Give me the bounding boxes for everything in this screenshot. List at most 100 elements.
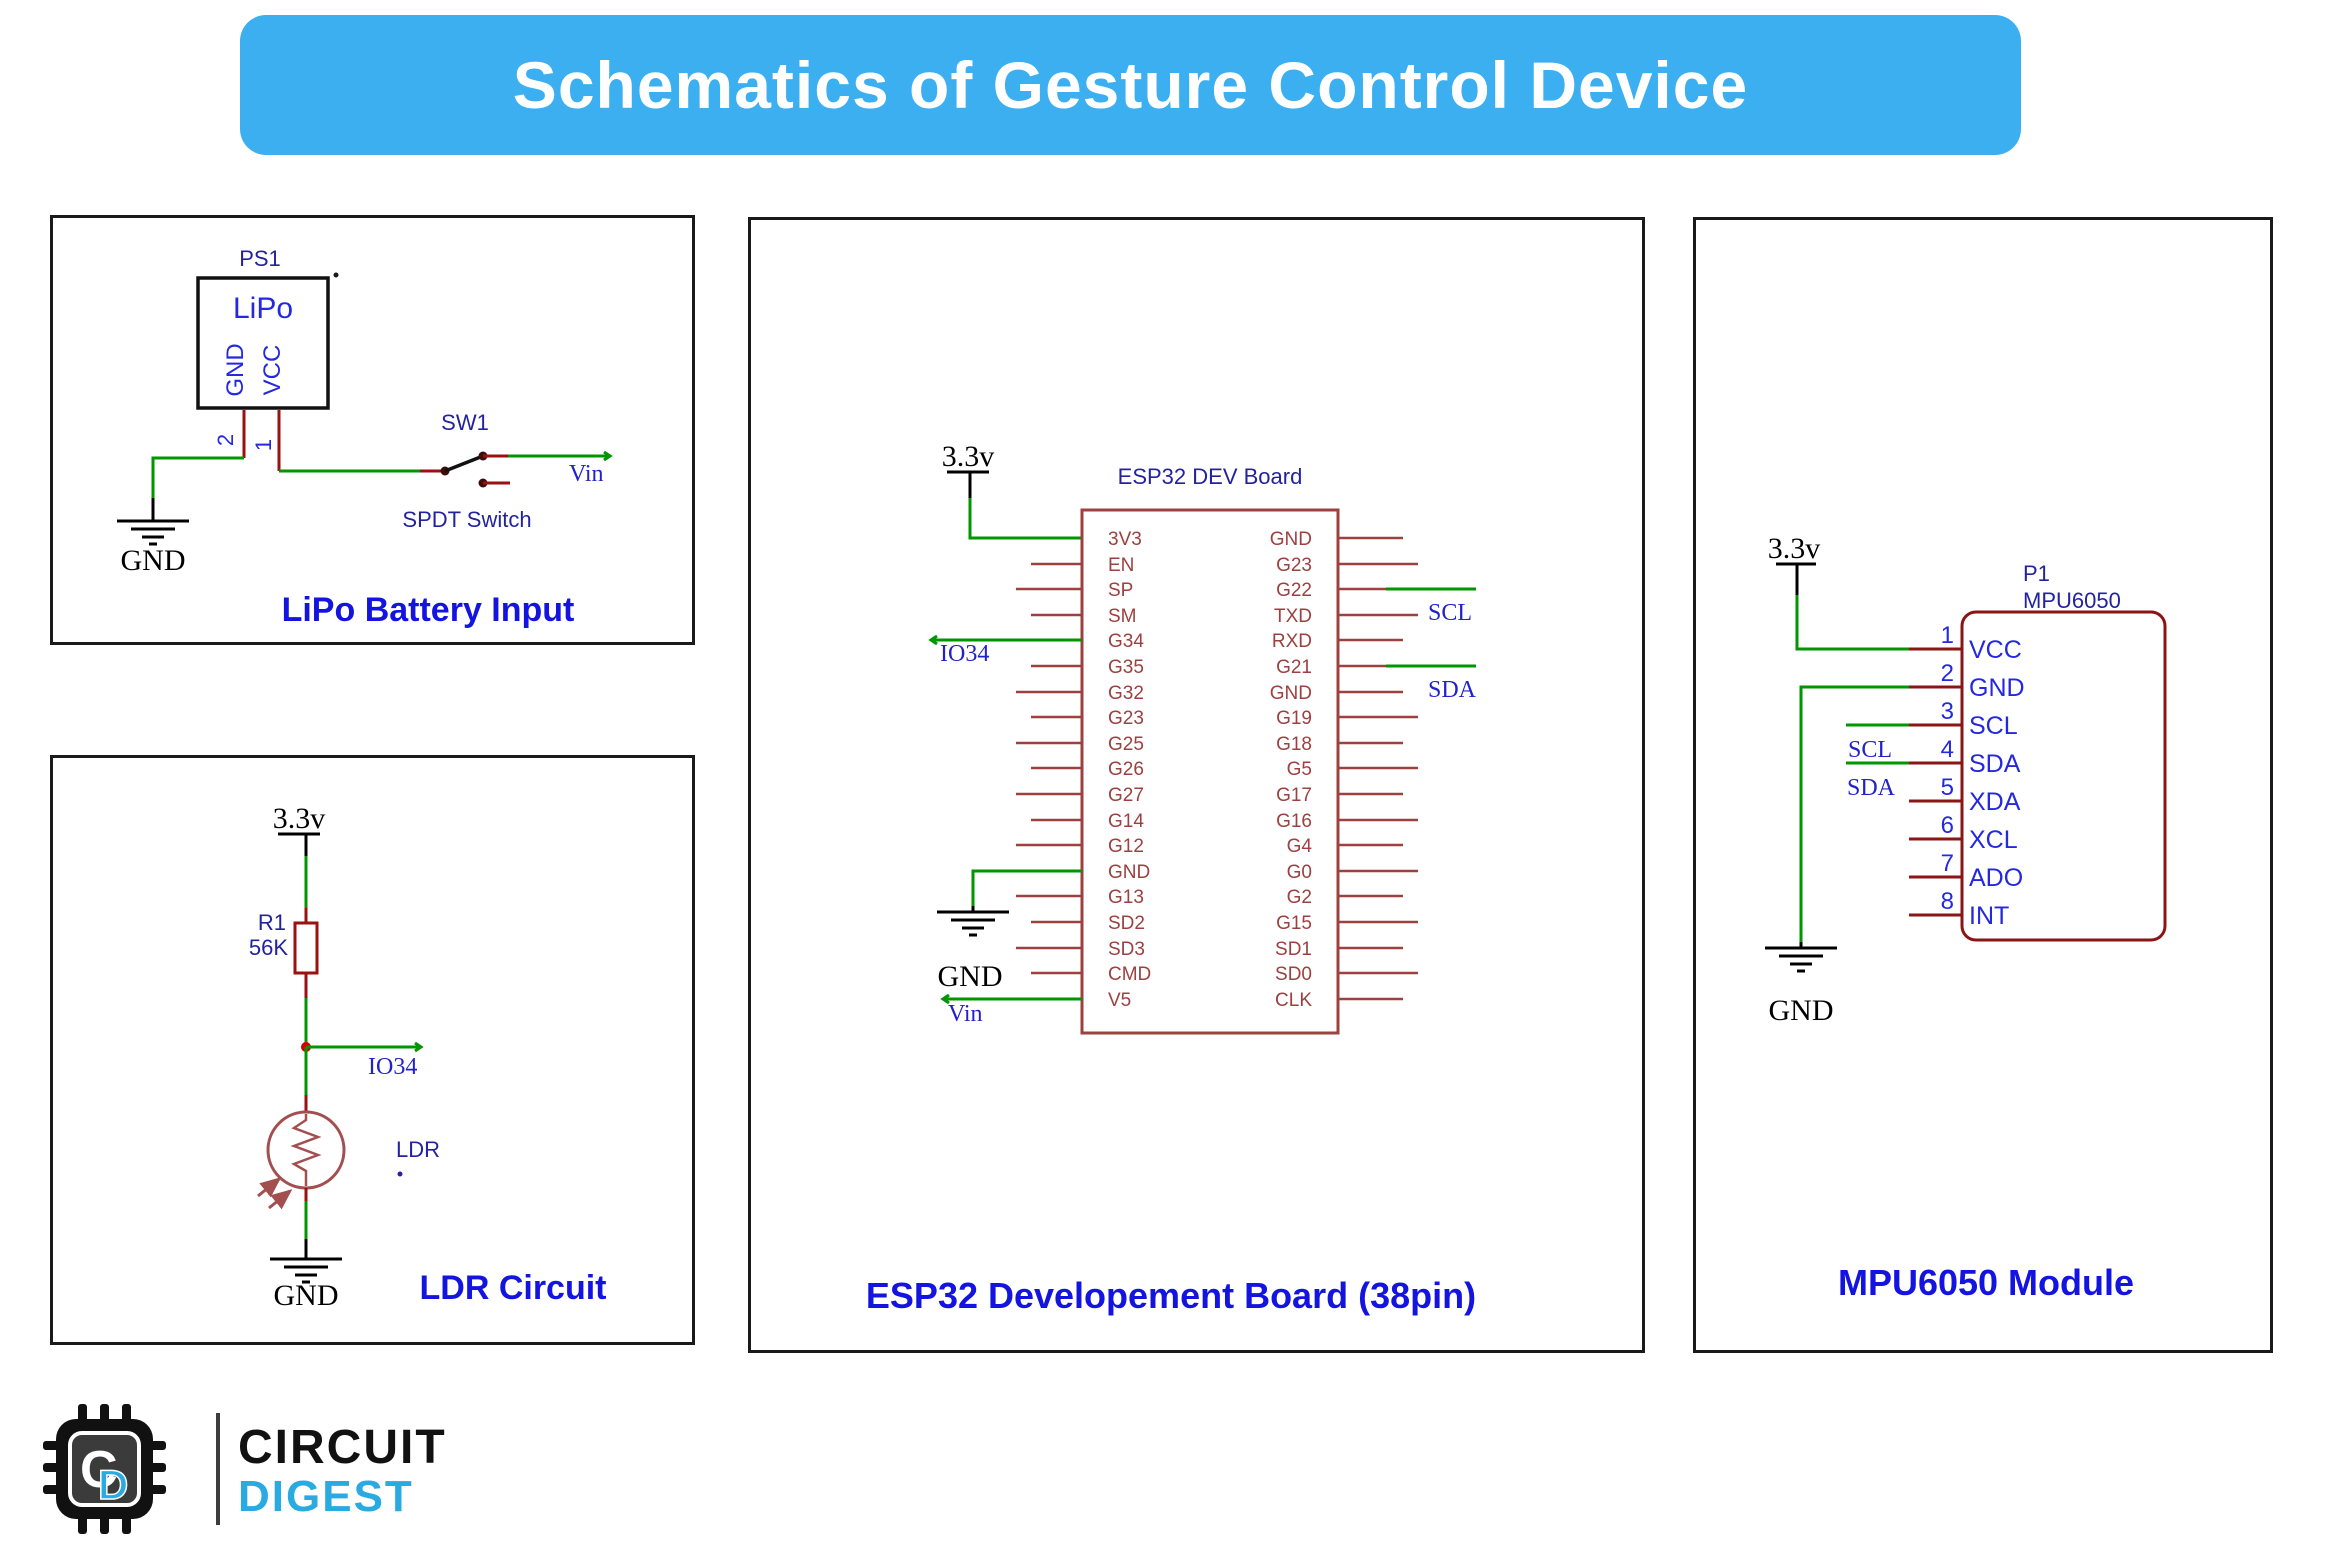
gnd-symbol bbox=[117, 519, 189, 546]
svg-text:G34: G34 bbox=[1108, 631, 1144, 652]
esp32-right-pin-stubs bbox=[1338, 536, 1418, 1001]
logo-divider bbox=[216, 1413, 220, 1525]
svg-text:G26: G26 bbox=[1108, 759, 1144, 780]
chip-icon: C D bbox=[43, 1404, 166, 1534]
esp32-schematic: 3.3v ESP32 DEV Board bbox=[866, 440, 1477, 1316]
ldr-symbol bbox=[257, 1110, 346, 1210]
battery-ref-label: PS1 bbox=[239, 246, 281, 271]
gnd-wire bbox=[971, 869, 1082, 906]
svg-text:GND: GND bbox=[1270, 683, 1312, 704]
mpu6050-panel: 3.3v P1 MPU6050 1 2 3 4 5 6 bbox=[1693, 217, 2273, 1353]
resistor-symbol bbox=[293, 921, 319, 975]
wire-end-arrow bbox=[414, 1041, 424, 1053]
mpu-body-box bbox=[1960, 610, 2167, 942]
svg-text:G19: G19 bbox=[1276, 708, 1312, 729]
wire-end-arrow bbox=[940, 993, 950, 1005]
svg-text:G15: G15 bbox=[1276, 913, 1312, 934]
switch-type-label: SPDT Switch bbox=[402, 507, 531, 532]
svg-text:CMD: CMD bbox=[1108, 964, 1151, 985]
resistor-value-label: 56K bbox=[249, 935, 288, 960]
gnd-wire bbox=[151, 456, 244, 498]
gnd-label: GND bbox=[1769, 994, 1834, 1027]
board-title: ESP32 DEV Board bbox=[1118, 464, 1303, 489]
esp32-left-pin-stubs bbox=[1016, 562, 1082, 975]
artifact-dot bbox=[333, 272, 339, 278]
svg-text:5: 5 bbox=[1941, 774, 1954, 801]
svg-text:4: 4 bbox=[1941, 736, 1954, 763]
svg-text:G27: G27 bbox=[1108, 785, 1144, 806]
svg-text:G16: G16 bbox=[1276, 811, 1312, 832]
svg-text:2: 2 bbox=[1941, 660, 1954, 687]
svg-text:CLK: CLK bbox=[1275, 990, 1312, 1011]
svg-text:G14: G14 bbox=[1108, 811, 1144, 832]
mpu-pin-stubs bbox=[1909, 647, 1962, 917]
svg-text:G32: G32 bbox=[1108, 683, 1144, 704]
esp32-body-box bbox=[1080, 508, 1340, 1035]
title-banner: Schematics of Gesture Control Device bbox=[240, 15, 2021, 155]
pin-number-2: 2 bbox=[213, 434, 238, 446]
svg-text:7: 7 bbox=[1941, 850, 1954, 877]
svg-text:G23: G23 bbox=[1276, 555, 1312, 576]
artifact-dot bbox=[397, 1171, 403, 1177]
svg-text:G17: G17 bbox=[1276, 785, 1312, 806]
svg-text:VCC: VCC bbox=[1969, 636, 2022, 664]
ldr-schematic: 3.3v R1 56K IO34 LDR bbox=[249, 802, 607, 1312]
pin-number-1: 1 bbox=[251, 439, 276, 451]
svg-text:XDA: XDA bbox=[1969, 788, 2021, 816]
svg-text:6: 6 bbox=[1941, 812, 1954, 839]
vcc-wire bbox=[1795, 595, 1909, 651]
svg-text:SM: SM bbox=[1108, 606, 1137, 627]
svg-text:G23: G23 bbox=[1108, 708, 1144, 729]
wire-end-arrow bbox=[928, 634, 938, 646]
panel-caption: LiPo Battery Input bbox=[282, 591, 575, 629]
io34-net-label: IO34 bbox=[368, 1054, 417, 1080]
gnd-symbol bbox=[937, 910, 1009, 937]
svg-text:3V3: 3V3 bbox=[1108, 529, 1142, 550]
svg-text:TXD: TXD bbox=[1274, 606, 1312, 627]
panel-caption: ESP32 Developement Board (38pin) bbox=[866, 1275, 1476, 1316]
power-label: 3.3v bbox=[942, 440, 995, 473]
lipo-schematic: PS1 LiPo GND VCC 2 1 GND bbox=[117, 246, 613, 629]
svg-text:G18: G18 bbox=[1276, 734, 1312, 755]
battery-device-label: LiPo bbox=[233, 292, 293, 325]
sda-net-label: SDA bbox=[1847, 775, 1896, 801]
svg-text:SCL: SCL bbox=[1969, 712, 2018, 740]
svg-text:SD0: SD0 bbox=[1275, 964, 1312, 985]
svg-text:G21: G21 bbox=[1276, 657, 1312, 678]
power-label: 3.3v bbox=[273, 802, 326, 835]
scl-net-label: SCL bbox=[1848, 737, 1892, 763]
gnd-label: GND bbox=[938, 960, 1003, 993]
svg-text:G0: G0 bbox=[1287, 862, 1312, 883]
svg-text:G5: G5 bbox=[1287, 759, 1312, 780]
svg-text:G12: G12 bbox=[1108, 836, 1144, 857]
svg-text:RXD: RXD bbox=[1272, 631, 1312, 652]
battery-symbol-box bbox=[196, 276, 330, 410]
wire-end-arrow bbox=[603, 450, 613, 462]
svg-text:G2: G2 bbox=[1287, 887, 1312, 908]
svg-text:XCL: XCL bbox=[1969, 826, 2018, 854]
svg-text:V5: V5 bbox=[1108, 990, 1131, 1011]
module-ref-label: P1 bbox=[2023, 561, 2050, 586]
svg-text:GND: GND bbox=[1969, 674, 2025, 702]
circuitdigest-logo: C D CIRCUIT DIGEST bbox=[43, 1404, 447, 1534]
gnd-label: GND bbox=[274, 1279, 339, 1312]
ldr-circuit-panel: 3.3v R1 56K IO34 LDR bbox=[50, 755, 695, 1345]
resistor-ref-label: R1 bbox=[258, 910, 286, 935]
mpu-pin-numbers: 1 2 3 4 5 6 7 8 bbox=[1941, 622, 1954, 915]
svg-text:GND: GND bbox=[1108, 862, 1150, 883]
battery-pin-vcc-label: VCC bbox=[259, 345, 286, 396]
lipo-battery-panel: PS1 LiPo GND VCC 2 1 GND bbox=[50, 215, 695, 645]
page-title: Schematics of Gesture Control Device bbox=[512, 48, 1749, 122]
mpu-pin-names: VCC GND SCL SDA XDA XCL ADO INT bbox=[1969, 636, 2025, 930]
panel-caption: LDR Circuit bbox=[420, 1269, 607, 1307]
svg-text:GND: GND bbox=[1270, 529, 1312, 550]
svg-text:G25: G25 bbox=[1108, 734, 1144, 755]
logo-letter-d: D bbox=[98, 1461, 128, 1508]
svg-text:3: 3 bbox=[1941, 698, 1954, 725]
vin-net-label: Vin bbox=[569, 461, 604, 487]
logo-name-top: CIRCUIT bbox=[238, 1421, 447, 1474]
svg-text:1: 1 bbox=[1941, 622, 1954, 649]
